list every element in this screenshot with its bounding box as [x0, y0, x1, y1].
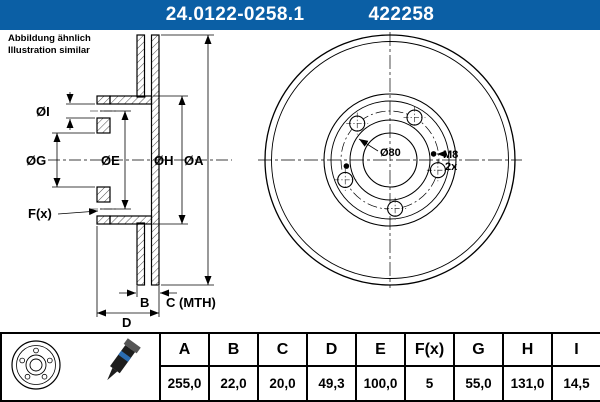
table-icons	[10, 337, 141, 390]
value-b: 22,0	[208, 365, 259, 402]
value-a: 255,0	[159, 365, 210, 402]
value-d: 49,3	[306, 365, 357, 402]
dim-label-e: ØE	[101, 153, 120, 168]
dim-label-b: B	[140, 295, 149, 310]
similarity-note: Abbildung ähnlich Illustration similar	[8, 33, 91, 57]
col-header-h: H	[502, 332, 553, 367]
dim-label-a: ØA	[184, 153, 204, 168]
col-header-c: C	[257, 332, 308, 367]
dim-label-d: D	[122, 315, 131, 330]
value-e: 100,0	[355, 365, 406, 402]
section-view: ØI ØG ØE ØH ØA F(x) B C (MTH) D	[26, 34, 232, 330]
note-line-en: Illustration similar	[8, 44, 90, 56]
brake-disc-icon	[10, 339, 61, 390]
thread-label: M8	[443, 149, 458, 161]
m8-hole-left	[343, 163, 350, 169]
value-c: 20,0	[257, 365, 308, 402]
center-hole-label: Ø80	[380, 147, 401, 159]
thread-count-label: 2x	[445, 161, 458, 173]
col-header-e: E	[355, 332, 406, 367]
value-f: 5	[404, 365, 455, 402]
col-header-f: F(x)	[404, 332, 455, 367]
bolt-hole-centermarks	[334, 106, 449, 220]
m8-hole-right	[430, 151, 437, 157]
title-bar: 24.0122-0258.1 422258	[0, 0, 600, 30]
reference-number: 422258	[368, 4, 435, 25]
col-header-a: A	[159, 332, 210, 367]
table-icon-cell	[0, 332, 161, 402]
col-header-i: I	[551, 332, 600, 367]
value-i: 14,5	[551, 365, 600, 402]
marking-tool-icon	[106, 337, 141, 380]
value-g: 55,0	[453, 365, 504, 402]
technical-drawing: ØI ØG ØE ØH ØA F(x) B C (MTH) D	[26, 32, 522, 330]
col-header-g: G	[453, 332, 504, 367]
col-header-b: B	[208, 332, 259, 367]
dimension-table: A B C D E F(x) G H I 255,0 22,0 20,0 49,…	[0, 332, 600, 402]
part-number: 24.0122-0258.1	[165, 4, 305, 25]
dim-label-h: ØH	[154, 153, 174, 168]
dim-label-i: ØI	[36, 104, 50, 119]
dim-label-c: C (MTH)	[166, 295, 216, 310]
dim-label-f: F(x)	[28, 206, 52, 221]
col-header-d: D	[306, 332, 357, 367]
dim-label-g: ØG	[26, 153, 46, 168]
value-h: 131,0	[502, 365, 553, 402]
front-view: Ø80 M8 2x	[258, 32, 522, 288]
note-line-de: Abbildung ähnlich	[8, 33, 91, 44]
